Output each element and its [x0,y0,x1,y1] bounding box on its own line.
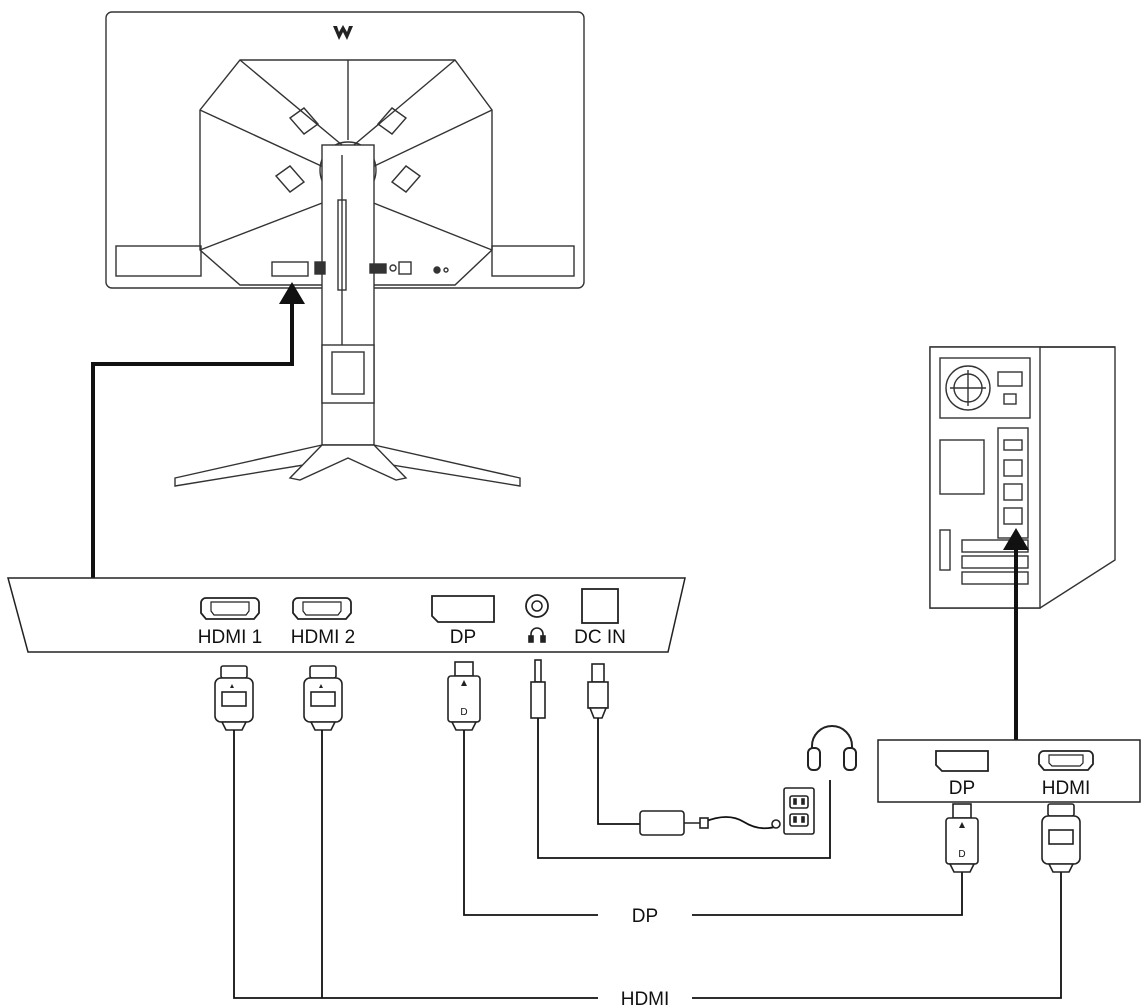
headphones-icon [807,725,857,771]
hdmi1-port-label: HDMI 1 [198,627,262,648]
audio-plug [530,659,546,719]
pc-port-panel: DP HDMI [877,739,1141,803]
pc-hdmi-port-icon [1038,750,1094,771]
monitor-port-panel: HDMI 1 HDMI 2 DP DC IN [7,577,686,653]
wall-outlet [771,787,815,835]
svg-text:D: D [958,849,965,860]
hdmi1-port-icon [200,597,260,620]
dp-port-label: DP [450,627,476,648]
dp-connector-pc: D [945,803,979,873]
monitor-rear-view [105,11,585,487]
audio-jack-icon [525,594,549,618]
dcin-port-icon [581,588,619,624]
pc-hdmi-port-label: HDMI [1042,778,1091,799]
hdmi-cable-label: HDMI [621,989,670,1007]
hdmi-connector-2 [303,665,343,731]
dp-port-icon [431,595,495,623]
pc-dp-port-icon [935,750,989,772]
dp-connector-monitor: D [447,661,481,731]
dcin-port-label: DC IN [574,627,626,648]
brand-logo-icon [333,25,353,40]
cable-lines [233,718,1062,999]
hdmi-connector-1 [214,665,254,731]
desktop-pc-tower [929,346,1116,609]
hdmi2-port-icon [292,597,352,620]
monitor-connection-arrow [91,282,305,578]
hdmi-connector-pc [1041,803,1081,873]
dp-cable-label: DP [632,906,658,927]
svg-text:D: D [460,707,467,718]
hdmi2-port-label: HDMI 2 [291,627,355,648]
pc-dp-port-label: DP [949,778,975,799]
pc-connection-arrow [1003,528,1029,740]
power-adapter [639,810,709,836]
dc-plug [587,663,609,719]
headphone-icon [528,627,546,643]
